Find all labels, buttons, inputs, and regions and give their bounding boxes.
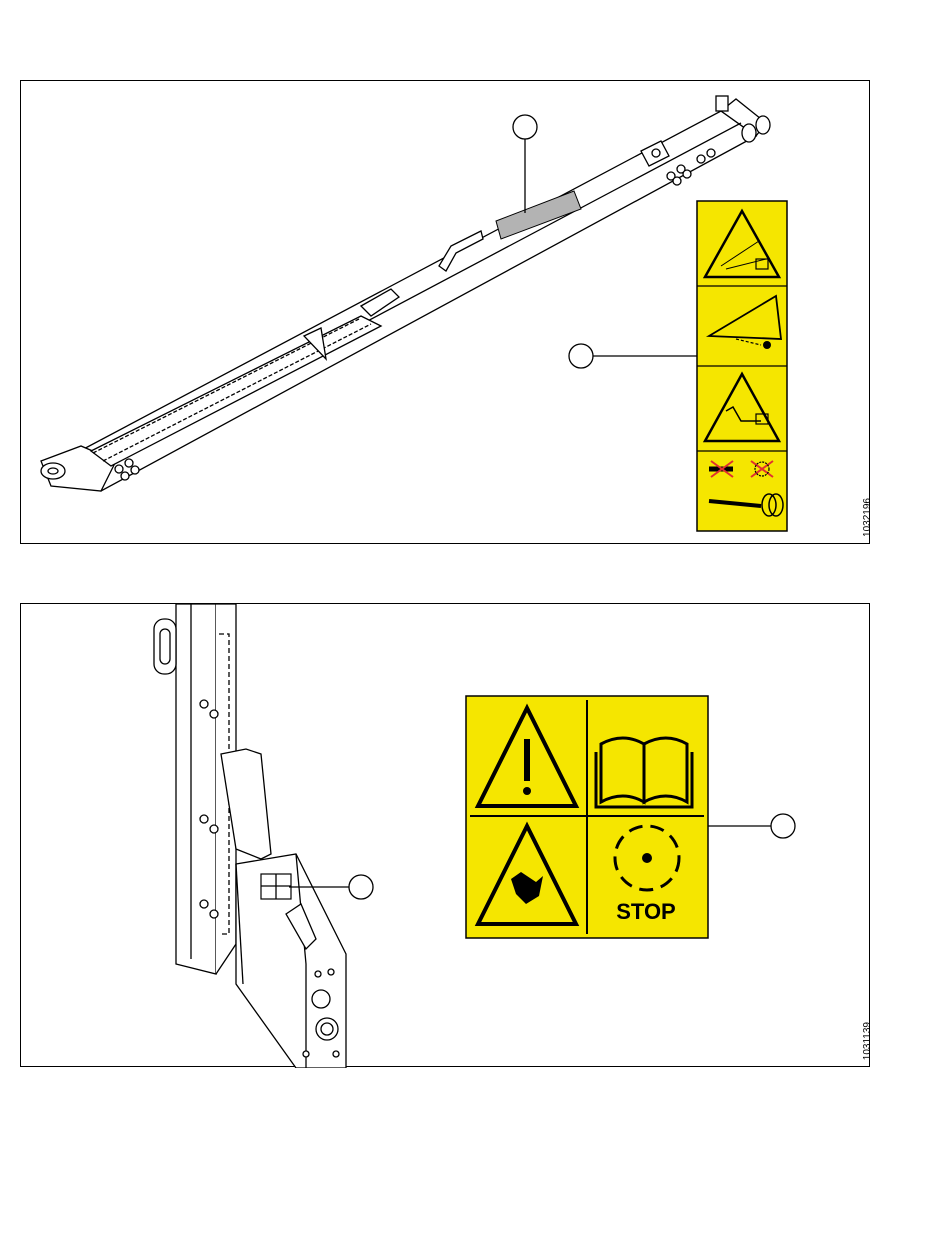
arm-body — [41, 96, 770, 491]
callout-circle-2 — [569, 344, 593, 368]
vertical-safety-decal — [697, 201, 787, 531]
arm-column — [154, 604, 346, 1068]
callout-circle-1 — [349, 875, 373, 899]
figure-number: 1032196 — [862, 498, 873, 537]
callout-circle-1 — [513, 115, 537, 139]
large-safety-decal: STOP — [466, 696, 708, 938]
figure-number: 1031139 — [862, 1022, 873, 1060]
figure-reel-arm: 1032196 — [20, 80, 870, 544]
drive-motor-illustration: STOP — [21, 604, 871, 1068]
figure-drive-motor: STOP 1031139 — [20, 603, 870, 1067]
reel-arm-illustration — [21, 81, 871, 545]
callout-circle-2 — [771, 814, 795, 838]
stop-label: STOP — [616, 899, 676, 924]
